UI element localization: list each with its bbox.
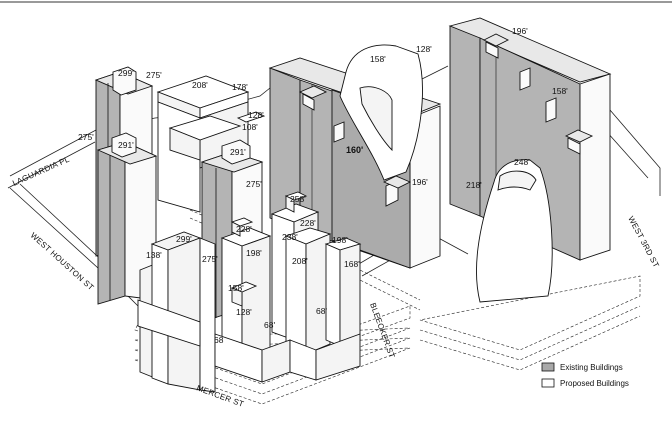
height-label: 128' [236,307,252,317]
height-label: 108' [242,122,258,132]
legend-label-existing: Existing Buildings [560,363,623,372]
height-label: 218' [466,180,482,190]
height-label: 196' [512,26,528,36]
height-label: 275' [78,132,94,142]
height-label: 68' [264,320,275,330]
proposed-cluster [137,191,362,393]
street-label-mercer: MERCER ST [195,383,245,408]
height-label: 168' [344,259,360,269]
proposed-box-upper [156,75,266,213]
street-label-west-3rd: WEST 3RD ST [626,215,661,269]
base-right-2 [419,305,641,361]
height-label: 299' [118,68,134,78]
height-label: 299' [176,234,192,244]
height-label: 238' [282,232,298,242]
height-label: 68' [316,306,327,316]
laguardia-edge-bottom [7,141,96,189]
height-label: 275' [202,254,218,264]
height-label: 208' [292,256,308,266]
height-label: 198' [246,248,262,258]
proposed-tower-curved-top [339,44,423,181]
legend: Existing Buildings Proposed Buildings [541,362,629,388]
height-label: 196' [412,177,428,187]
height-label: 275' [246,179,262,189]
base-right-3 [419,315,641,371]
height-label: 178' [232,82,248,92]
height-label: 198' [332,235,348,245]
street-label-bleecker: BLEECKER ST [368,302,396,360]
height-label: 291' [230,147,246,157]
height-labels: 299' 275' 275' 291' 208' 178' 128' 108' … [78,26,568,345]
legend-swatch-proposed [541,378,555,388]
height-label: 228' [236,224,252,234]
height-label: 158' [552,86,568,96]
west3rd-edge [609,109,661,196]
height-label: 248' [514,157,530,167]
height-label: 160' [346,145,363,155]
height-label: 258' [290,194,306,204]
height-label: 128' [416,44,432,54]
height-label: 275' [146,70,162,80]
legend-label-proposed: Proposed Buildings [560,379,629,388]
height-label: 228' [300,218,316,228]
proposed-tower-curved-right [476,159,553,303]
right-block-top [419,65,449,81]
legend-swatch-existing [541,362,555,372]
height-label: 291' [118,140,134,150]
height-label: 68 [214,335,224,345]
height-label: 208' [192,80,208,90]
height-label: 158' [370,54,386,64]
height-label: 128' [248,110,264,120]
base-right [419,275,641,351]
height-label: 138' [146,250,162,260]
existing-tower-left-front [96,132,158,305]
street-label-west-houston: WEST HOUSTON ST [29,231,96,293]
height-label: 158' [228,283,244,293]
